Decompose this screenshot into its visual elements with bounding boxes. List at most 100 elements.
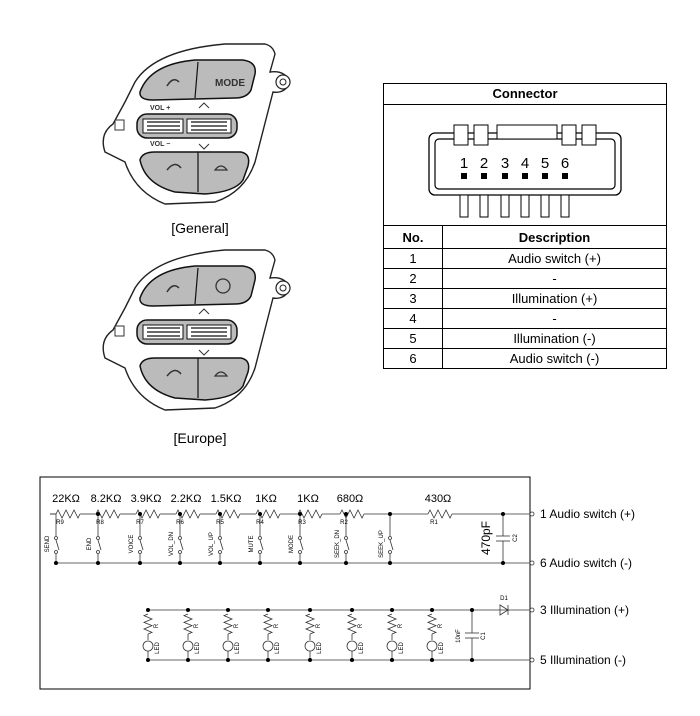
pin-label: 4 [521, 155, 529, 172]
junction-dot [298, 561, 302, 565]
mode-label: MODE [215, 78, 245, 89]
led-resistor-label: R [358, 623, 364, 628]
pin-label: 3 [501, 155, 509, 172]
led-label: LED [155, 641, 161, 653]
switch-contact [218, 536, 222, 540]
table-row: 4- [384, 308, 666, 329]
led-label: LED [439, 641, 445, 653]
led-label: LED [235, 641, 241, 653]
resistor-value: 680Ω [337, 493, 364, 505]
led-resistor-label: R [398, 623, 404, 628]
resistor-symbol [215, 509, 241, 519]
led-label: LED [275, 641, 281, 653]
junction-dot [390, 608, 394, 612]
switch-contact [298, 550, 302, 554]
resistor-value: 1KΩ [297, 493, 319, 505]
terminal [529, 511, 535, 517]
junction-dot [186, 658, 190, 662]
led-label: LED [359, 641, 365, 653]
resistor-symbol [55, 509, 81, 519]
wire [219, 539, 224, 551]
resistor-label: R7 [136, 520, 144, 526]
switch-contact [178, 550, 182, 554]
junction-dot [266, 608, 270, 612]
led-symbol [346, 640, 358, 652]
general-caption: [General] [171, 220, 229, 236]
led-resistor-label: R [194, 623, 200, 628]
resistor-symbol [427, 509, 453, 519]
led-symbol [426, 640, 438, 652]
junction-dot [138, 512, 142, 516]
wire [55, 539, 60, 551]
terminal-label: 5 Illumination (-) [540, 653, 626, 667]
resistor-symbol [304, 613, 316, 635]
junction-dot [258, 512, 262, 516]
wire [389, 539, 394, 551]
led-label: LED [399, 641, 405, 653]
junction-dot [186, 608, 190, 612]
resistor-symbol [95, 509, 121, 519]
switch-label: MODE [289, 535, 295, 553]
switch-contact [344, 550, 348, 554]
resistor-label: R6 [176, 520, 184, 526]
europe-switch-drawing [102, 249, 291, 411]
led-resistor-label: R [234, 623, 240, 628]
switch-contact [178, 536, 182, 540]
resistor-symbol [175, 509, 201, 519]
resistor-value: 1.5KΩ [211, 493, 242, 505]
junction-dot [344, 512, 348, 516]
switch-label: SEEK_DN [335, 530, 341, 558]
resistor-value: 8.2KΩ [91, 493, 122, 505]
resistor-value: 3.9KΩ [131, 493, 162, 505]
led-symbol [304, 640, 316, 652]
resistor-symbol [426, 613, 438, 635]
switch-contact [96, 536, 100, 540]
switch-label: VOL_UP [209, 532, 215, 556]
junction-dot [226, 658, 230, 662]
junction-dot [96, 512, 100, 516]
junction-dot [350, 658, 354, 662]
led-resistor-label: R [316, 623, 322, 628]
resistor-symbol [135, 509, 161, 519]
resistor-symbol [386, 613, 398, 635]
junction-dot [344, 561, 348, 565]
resistor-symbol [255, 509, 281, 519]
junction-dot [258, 561, 262, 565]
junction-dot [226, 608, 230, 612]
led-symbol [222, 640, 234, 652]
europe-caption: [Europe] [173, 430, 227, 446]
junction-dot [501, 561, 505, 565]
terminal [529, 657, 535, 663]
pin-label: 5 [541, 155, 549, 172]
switch-contact [54, 536, 58, 540]
general-switch-drawing: MODE VOL + VOL − [102, 43, 291, 205]
terminal [529, 560, 535, 566]
resistor-symbol [142, 613, 154, 635]
junction-dot [298, 512, 302, 516]
led-resistor-label: R [154, 623, 160, 628]
junction-dot [96, 561, 100, 565]
col-no-header: No. [384, 225, 443, 249]
switch-contact [258, 550, 262, 554]
resistor-symbol [222, 613, 234, 635]
wire [97, 539, 102, 551]
wire [259, 539, 264, 551]
led-symbol [386, 640, 398, 652]
terminal-label: 3 Illumination (+) [540, 603, 629, 617]
switch-contact [258, 536, 262, 540]
diode-symbol [499, 604, 509, 616]
resistor-label: R5 [216, 520, 224, 526]
junction-dot [350, 608, 354, 612]
connector-title: Connector [384, 84, 666, 105]
junction-dot [146, 658, 150, 662]
resistor-label: R2 [340, 520, 348, 526]
wire [299, 539, 304, 551]
resistor-symbol [346, 613, 358, 635]
resistor-label: R3 [298, 520, 306, 526]
switch-contact [138, 550, 142, 554]
circuit-border [39, 476, 531, 690]
led-resistor-label: R [438, 623, 444, 628]
